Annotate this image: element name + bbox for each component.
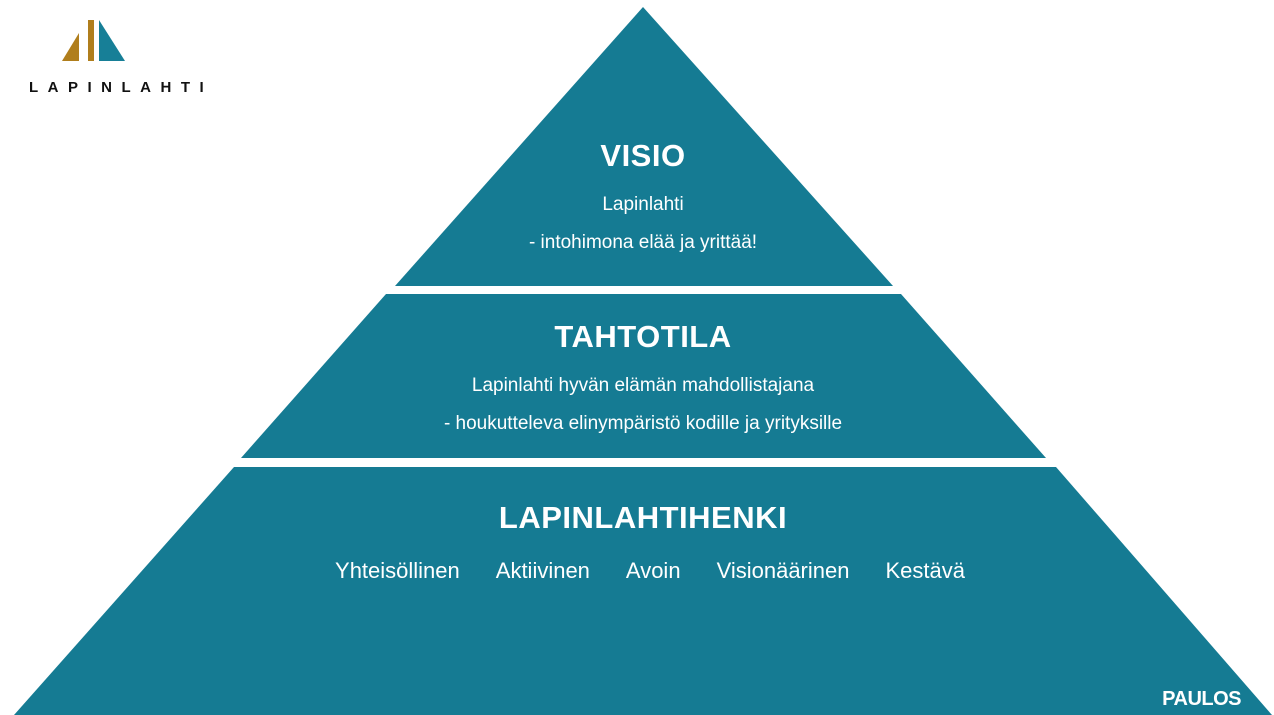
value-item: Aktiivinen <box>495 558 590 583</box>
lapinlahtihenki-title: LAPINLAHTIHENKI <box>498 500 788 535</box>
pyramid-level-tahtotila-shape <box>241 294 1046 458</box>
value-item: Kestävä <box>885 558 965 583</box>
value-item: Visionäärinen <box>716 558 850 583</box>
tahtotila-line-2: - houkutteleva elinympäristö kodille ja … <box>443 413 843 434</box>
logo-wordmark: LAPINLAHTI <box>29 79 214 96</box>
tahtotila-title: TAHTOTILA <box>554 319 732 354</box>
values-row: Yhteisöllinen Aktiivinen Avoin Visionäär… <box>250 558 1050 584</box>
value-item: Yhteisöllinen <box>335 558 460 583</box>
pyramid-level-lapinlahtihenki-shape <box>14 467 1272 715</box>
visio-line-2: - intohimona elää ja yrittää! <box>528 232 758 253</box>
value-item: Avoin <box>625 558 681 583</box>
pyramid-level-visio-shape <box>395 7 893 286</box>
paulos-brand: PAULOS <box>1162 688 1241 710</box>
tahtotila-line-1: Lapinlahti hyvän elämän mahdollistajana <box>471 375 815 396</box>
visio-title: VISIO <box>600 138 686 173</box>
visio-line-1: Lapinlahti <box>602 194 684 215</box>
lapinlahti-logo-icon <box>62 20 125 61</box>
